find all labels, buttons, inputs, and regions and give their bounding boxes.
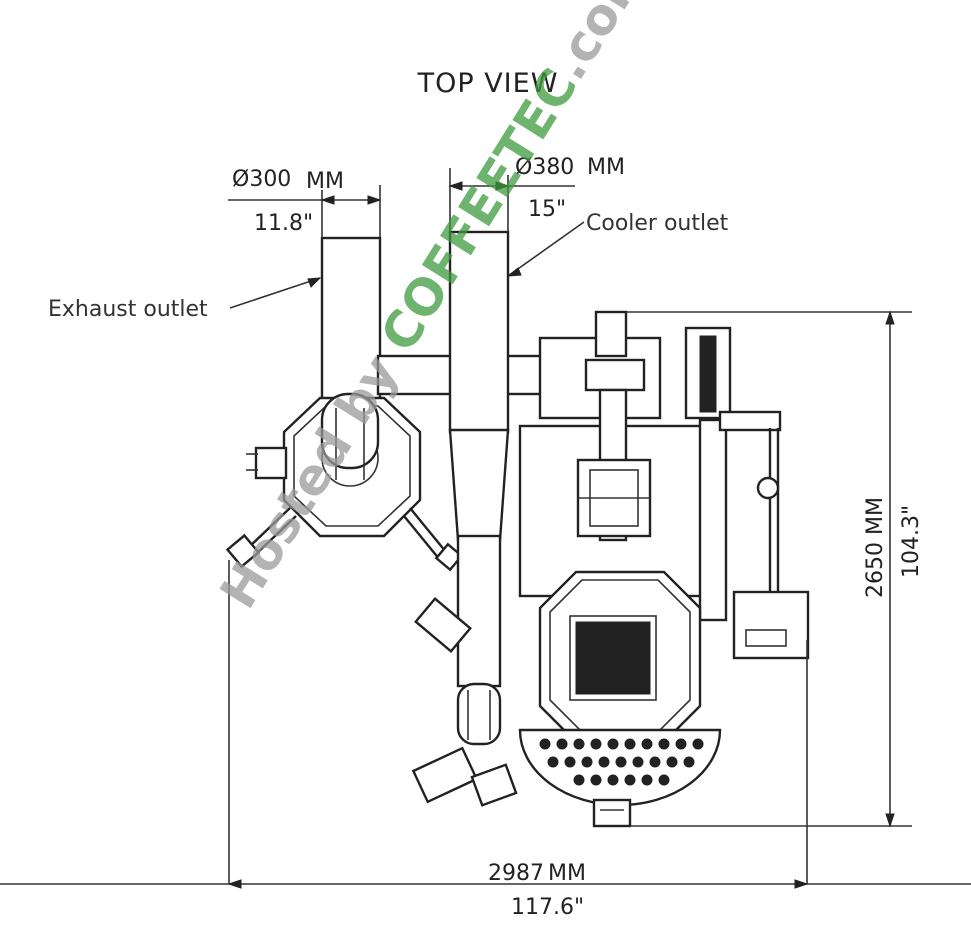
- cooler-outlet-label: Cooler outlet: [586, 211, 729, 236]
- exhaust-outlet-callout: Exhaust outlet: [48, 277, 322, 322]
- stirrer-motor: [411, 746, 479, 804]
- exhaust-valve: [254, 446, 288, 480]
- depth-mm: 2650: [863, 542, 888, 598]
- roaster-machine: [225, 230, 810, 828]
- cooler-outlet-callout: Cooler outlet: [506, 211, 729, 277]
- cooler-cyclone-tube: [448, 230, 510, 434]
- cooler-cyclone-pipe: [456, 534, 502, 688]
- chaff-duct: [698, 418, 728, 622]
- drum-window: [575, 621, 651, 695]
- width-unit: MM: [548, 861, 586, 886]
- depth-unit: MM: [863, 497, 888, 535]
- discharge-chute: [592, 798, 632, 828]
- exhaust-diameter-mm: Ø300: [232, 167, 291, 192]
- cooler-diameter-mm: Ø380: [515, 155, 574, 180]
- depth-dimension: 2650 MM 104.3": [626, 310, 924, 828]
- cooling-tray: [518, 728, 722, 807]
- cooler-diameter-unit: MM: [587, 155, 625, 180]
- cooler-fan-motor: [414, 597, 472, 653]
- exhaust-chimney: [320, 236, 382, 420]
- exhaust-diameter-dimension: Ø300 MM 11.8": [228, 167, 382, 238]
- drum-motor: [594, 310, 628, 358]
- depth-inch: 104.3": [899, 505, 924, 578]
- cooler-diameter-inch: 15": [528, 197, 566, 222]
- exhaust-outlet-label: Exhaust outlet: [48, 297, 208, 322]
- cooling-tray-holes: [539, 738, 704, 786]
- diagram-title: TOP VIEW: [417, 68, 559, 99]
- width-mm: 2987: [488, 861, 544, 886]
- width-dimension: 2987 MM 117.6": [0, 560, 971, 920]
- width-inch: 117.6": [511, 895, 584, 920]
- cooler-diameter-dimension: Ø380 MM 15": [448, 155, 625, 232]
- exhaust-diameter-unit: MM: [306, 169, 344, 194]
- exhaust-diameter-inch: 11.8": [254, 211, 313, 236]
- chaff-collector: [732, 590, 810, 660]
- cooler-cyclone-cone: [448, 428, 510, 542]
